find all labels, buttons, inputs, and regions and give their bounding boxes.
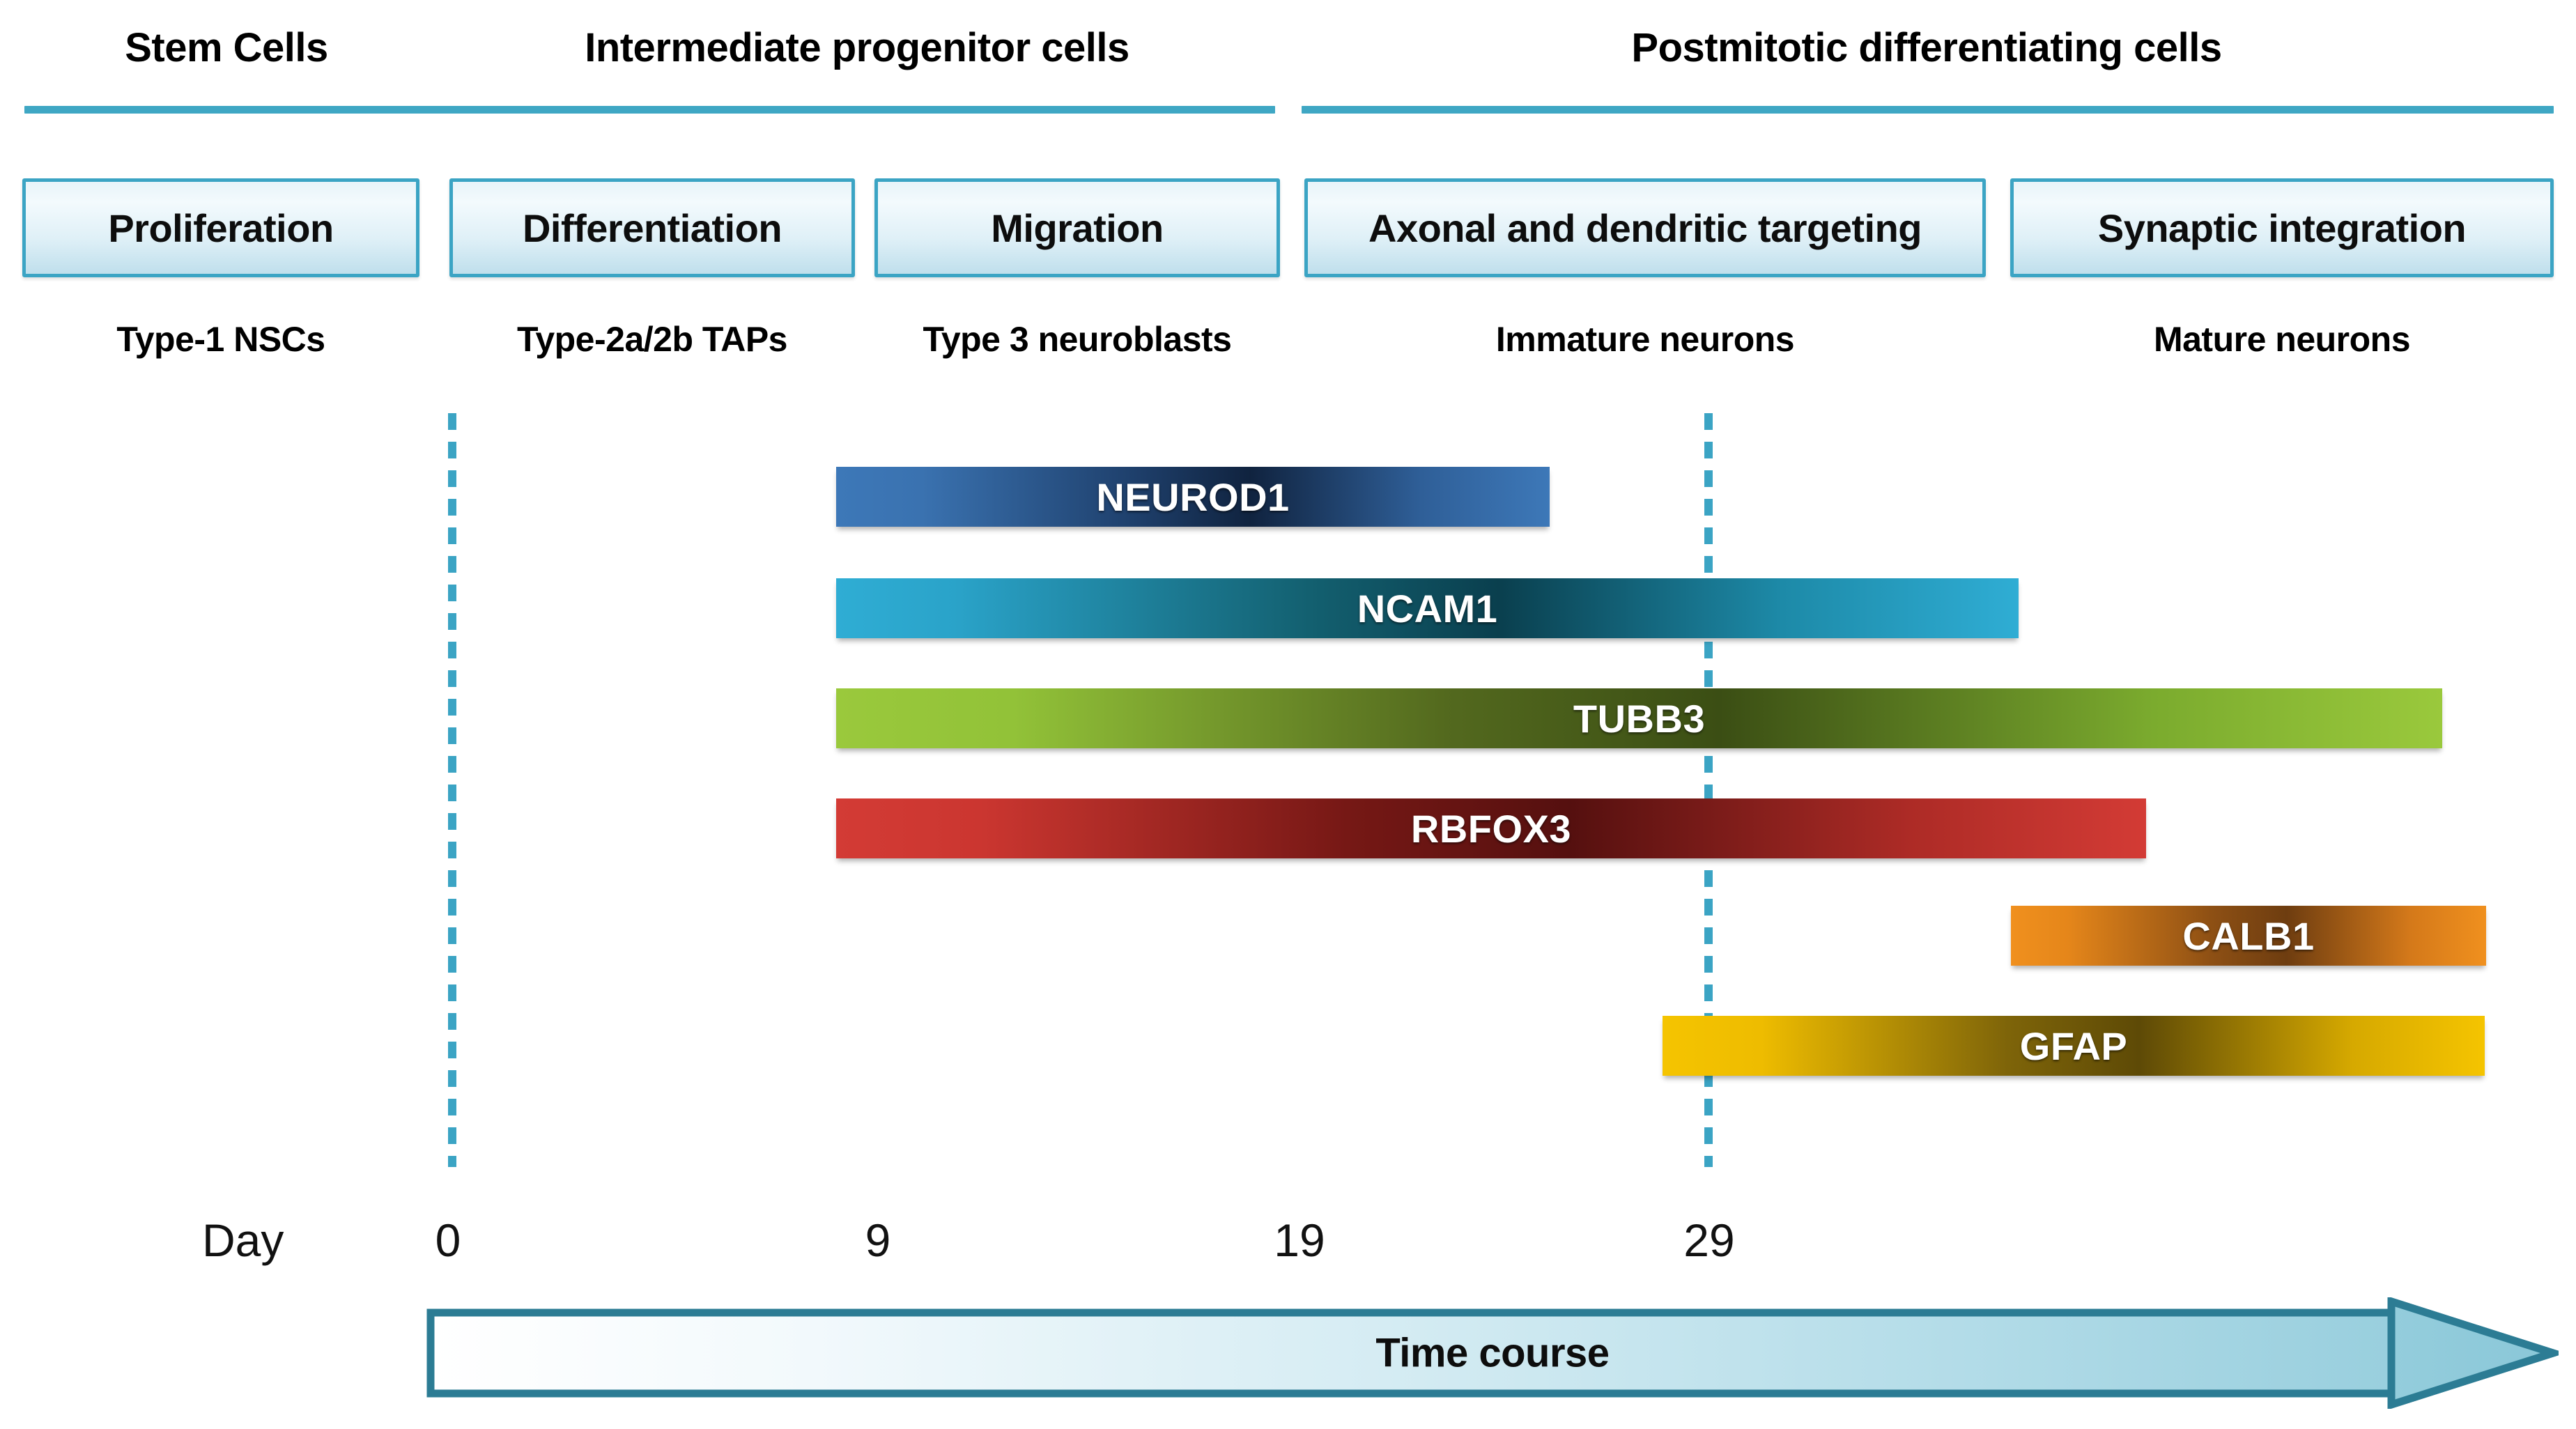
cell-type-type-1-nscs: Type-1 NSCs: [116, 320, 325, 359]
stage-box-proliferation[interactable]: Proliferation: [22, 178, 419, 277]
gene-bar-rbfox3[interactable]: RBFOX3: [836, 798, 2146, 858]
gene-bar-neurod1[interactable]: NEUROD1: [836, 467, 1550, 527]
axis-tick-19: 19: [1274, 1214, 1325, 1266]
gene-bar-tubb3-label: TUBB3: [1573, 696, 1706, 741]
phase-label-postmitotic-differentiating-cells: Postmitotic differentiating cells: [1631, 25, 2222, 70]
stage-box-differentiation[interactable]: Differentiation: [449, 178, 855, 277]
phase-label-intermediate-progenitor-cells: Intermediate progenitor cells: [585, 25, 1129, 70]
phase-label-stem-cells: Stem Cells: [125, 25, 328, 70]
axis-tick-9: 9: [865, 1214, 891, 1266]
stage-box-synaptic-integration-label: Synaptic integration: [2097, 206, 2467, 250]
axis-tick-29: 29: [1683, 1214, 1735, 1266]
gene-bar-tubb3[interactable]: TUBB3: [836, 688, 2442, 748]
cell-type-type-2a-2b-taps: Type-2a/2b TAPs: [517, 320, 787, 359]
cell-type-mature-neurons: Mature neurons: [2153, 320, 2411, 359]
time-course-arrow[interactable]: Time course: [426, 1297, 2559, 1409]
gene-bar-ncam1[interactable]: NCAM1: [836, 578, 2019, 638]
axis-tick-0: 0: [435, 1214, 461, 1266]
time-course-arrow-shape: [426, 1297, 2559, 1409]
phase-rule-left: [24, 106, 1275, 114]
stage-box-migration[interactable]: Migration: [874, 178, 1280, 277]
gene-bar-ncam1-label: NCAM1: [1357, 586, 1498, 631]
gene-bar-rbfox3-label: RBFOX3: [1410, 806, 1572, 851]
guide-line-day-0: [448, 413, 456, 1167]
stage-box-synaptic-integration[interactable]: Synaptic integration: [2010, 178, 2554, 277]
stage-box-migration-label: Migration: [991, 206, 1164, 250]
cell-type-immature-neurons: Immature neurons: [1495, 320, 1795, 359]
stage-box-differentiation-label: Differentiation: [522, 206, 782, 250]
gene-bar-calb1-label: CALB1: [2182, 913, 2315, 958]
gene-bar-gfap-label: GFAP: [2019, 1024, 2128, 1068]
axis-day-word: Day: [202, 1214, 284, 1266]
gene-bar-neurod1-label: NEUROD1: [1096, 474, 1290, 519]
phase-rule-right: [1302, 106, 2554, 114]
stage-box-proliferation-label: Proliferation: [108, 206, 334, 250]
gene-bar-calb1[interactable]: CALB1: [2011, 906, 2486, 966]
gene-bar-gfap[interactable]: GFAP: [1663, 1016, 2485, 1076]
cell-type-type-3-neuroblasts: Type 3 neuroblasts: [923, 320, 1232, 359]
stage-box-axonal-and-dendritic-targeting-label: Axonal and dendritic targeting: [1368, 206, 1922, 250]
stage-box-axonal-and-dendritic-targeting[interactable]: Axonal and dendritic targeting: [1304, 178, 1986, 277]
